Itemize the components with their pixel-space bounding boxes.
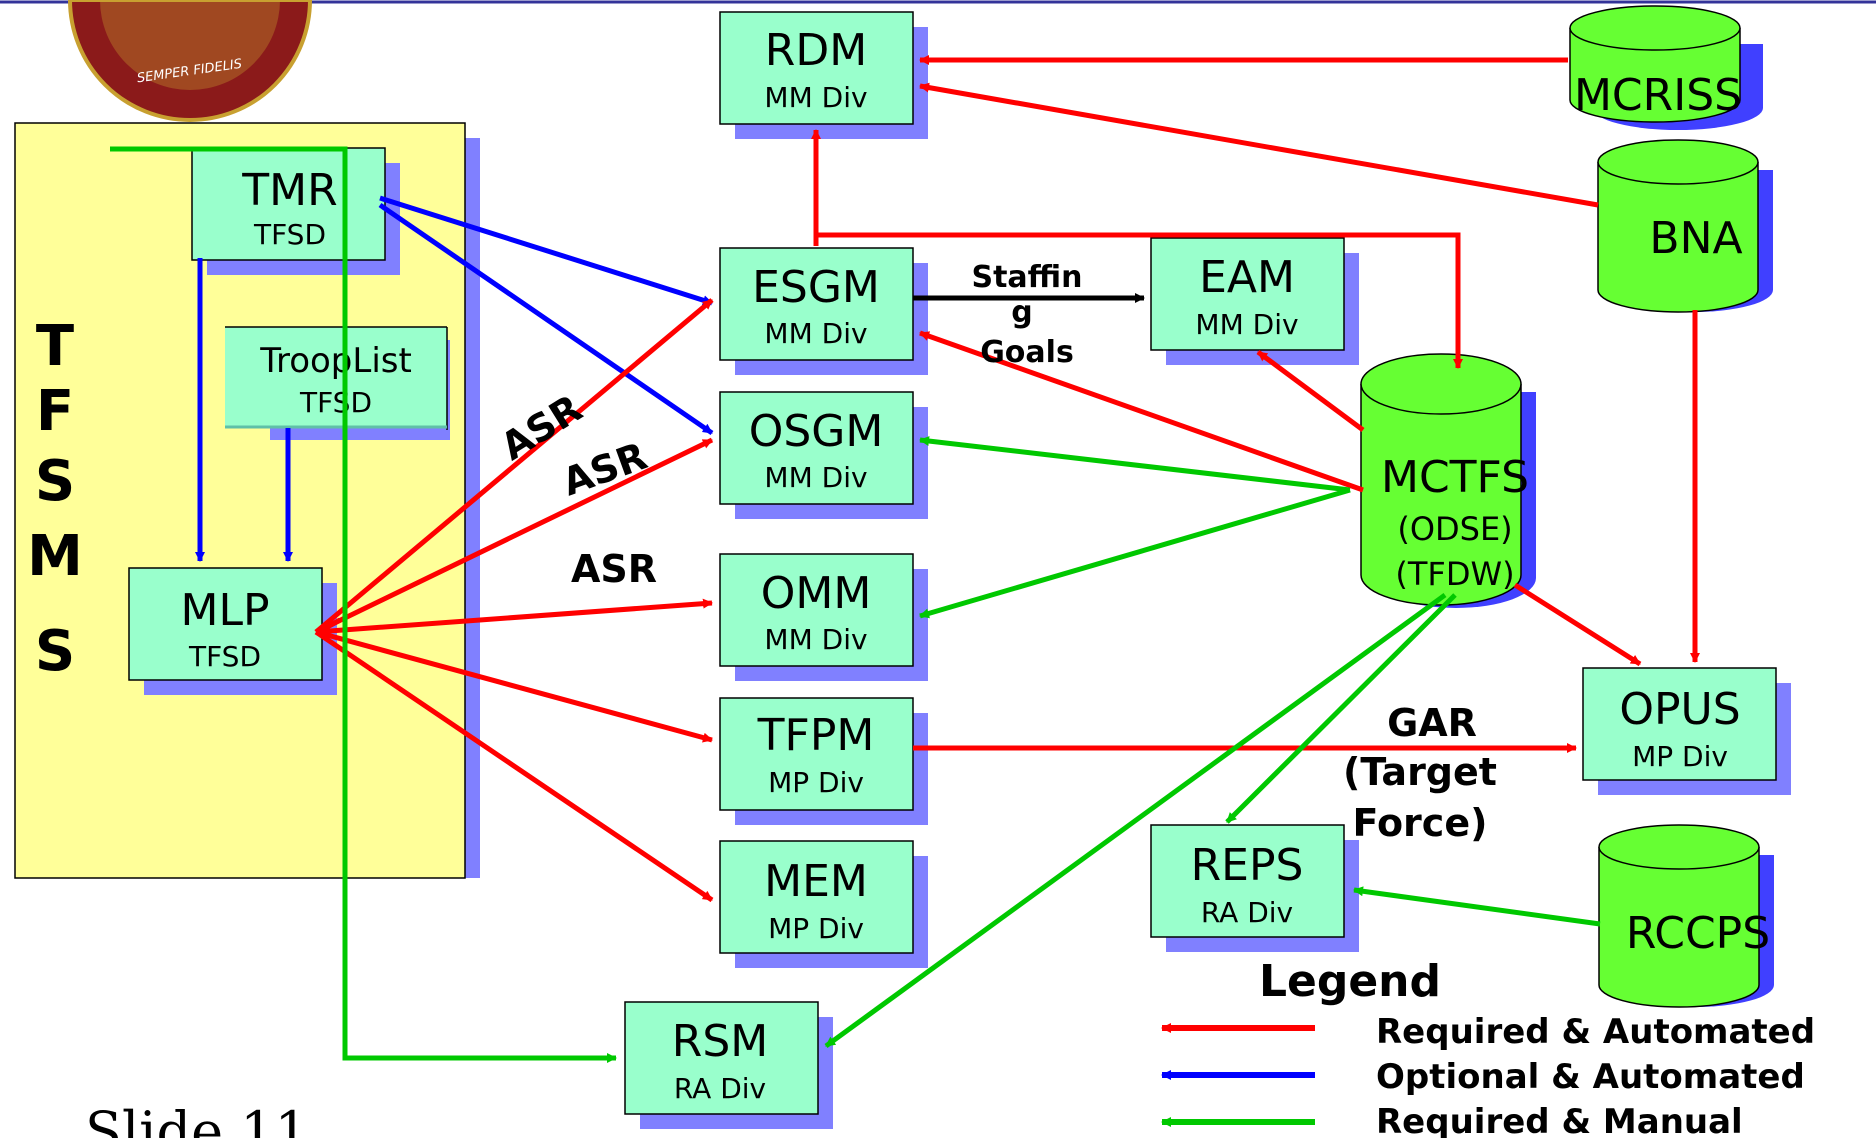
reps-title: REPS	[1191, 840, 1304, 891]
reps-sub: RA Div	[1201, 896, 1293, 929]
trooplist-box[interactable]: TroopList TFSD	[225, 326, 450, 440]
mcriss-title: MCRISS	[1574, 70, 1742, 121]
mem-sub: MP Div	[768, 912, 864, 945]
trooplist-sub: TFSD	[299, 386, 372, 419]
mctfs-to-opus-arrow	[1513, 582, 1642, 667]
opus-box[interactable]: OPUS MP Div	[1582, 667, 1791, 795]
rsm-box[interactable]: RSM RA Div	[624, 1001, 833, 1129]
reps-box[interactable]: REPS RA Div	[1150, 824, 1359, 952]
mctfs-to-omm-arrow	[919, 487, 1351, 619]
osgm-box[interactable]: OSGM MM Div	[719, 391, 928, 519]
omm-title: OMM	[761, 568, 872, 619]
staffing-goals-label-3: Goals	[980, 335, 1074, 370]
legend-item-optional-automated: Optional & Automated	[1376, 1057, 1805, 1097]
mem-title: MEM	[764, 856, 868, 907]
legend: Legend Required & Automated Optional & A…	[1161, 956, 1815, 1138]
tfpm-title: TFPM	[757, 710, 875, 761]
mctfs-database[interactable]: MCTFS (ODSE) (TFDW)	[1360, 353, 1536, 608]
mctfs-title: MCTFS	[1381, 452, 1529, 503]
tmr-to-rsm-arrow	[110, 146, 617, 1063]
asr-label-3: ASR	[571, 547, 657, 591]
rsm-sub: RA Div	[674, 1072, 766, 1105]
mctfs-to-esgm-arrow	[919, 330, 1364, 493]
mctfs-line3: (TFDW)	[1395, 555, 1514, 593]
mctfs-line2: (ODSE)	[1397, 510, 1512, 548]
tfsms-letter-4: M	[27, 524, 83, 589]
rsm-title: RSM	[672, 1016, 768, 1067]
osgm-title: OSGM	[749, 406, 884, 457]
mlp-to-omm-arrow	[315, 598, 713, 635]
rdm-sub: MM Div	[764, 81, 867, 114]
eam-box[interactable]: EAM MM Div	[1150, 237, 1359, 365]
required-automated-connectors	[314, 55, 1700, 903]
mctfs-to-osgm-arrow	[919, 436, 1351, 493]
tfsms-letter-2: F	[36, 379, 74, 444]
rccps-title: RCCPS	[1626, 908, 1770, 959]
esgm-title: ESGM	[752, 262, 880, 313]
staffing-goals-label-2: g	[1011, 295, 1032, 330]
tfpm-box[interactable]: TFPM MP Div	[719, 697, 928, 825]
mcriss-database[interactable]: MCRISS	[1569, 5, 1763, 130]
gar-label-2: (Target	[1343, 750, 1497, 794]
tmr-to-osgm-arrow	[378, 202, 714, 436]
mctfs-to-eam-arrow	[1256, 349, 1365, 433]
tmr-title: TMR	[241, 165, 337, 216]
opus-title: OPUS	[1619, 684, 1740, 735]
mlp-to-mem-arrow	[314, 629, 714, 903]
tmr-box[interactable]: TMR TFSD	[191, 147, 400, 275]
bna-database[interactable]: BNA	[1597, 139, 1773, 313]
mlp-to-tfpm-arrow	[315, 629, 713, 743]
into-mlp-arrow	[316, 617, 342, 635]
tmr-sub: TFSD	[253, 218, 326, 251]
mlp-box[interactable]: MLP TFSD	[128, 567, 337, 695]
tfsms-letter-1: T	[36, 314, 74, 379]
esgm-sub: MM Div	[764, 317, 867, 350]
legend-item-required-manual: Required & Manual	[1376, 1102, 1743, 1138]
tfsms-letter-5: S	[35, 619, 75, 684]
slide-number-label: Slide 11	[85, 1100, 309, 1138]
bna-to-rdm-arrow	[919, 82, 1599, 208]
mctfs-to-reps-arrow	[1225, 593, 1457, 824]
trooplist-title: TroopList	[259, 341, 412, 381]
bna-title: BNA	[1649, 213, 1742, 264]
mlp-title: MLP	[180, 585, 269, 636]
mlp-to-osgm-arrow	[314, 437, 714, 635]
gar-label-1: GAR	[1387, 701, 1477, 745]
osgm-sub: MM Div	[764, 461, 867, 494]
mlp-sub: TFSD	[188, 640, 261, 673]
eam-title: EAM	[1199, 252, 1295, 303]
rdm-box[interactable]: RDM MM Div	[719, 11, 928, 139]
usmc-seal-logo: SEMPER FIDELIS	[67, 0, 313, 122]
tfpm-sub: MP Div	[768, 766, 864, 799]
omm-sub: MM Div	[764, 623, 867, 656]
mctfs-to-rsm-arrow	[824, 592, 1447, 1049]
esgm-to-rdm-arrow	[813, 232, 1463, 369]
tmr-to-esgm-arrow	[379, 195, 713, 306]
rccps-database[interactable]: RCCPS	[1598, 824, 1774, 1008]
eam-sub: MM Div	[1195, 308, 1298, 341]
rccps-to-reps-arrow	[1353, 886, 1601, 927]
optional-automated-connectors	[195, 195, 714, 562]
rdm-title: RDM	[765, 25, 867, 76]
gar-label-3: Force)	[1353, 801, 1488, 845]
mlp-to-esgm-arrow	[314, 298, 714, 634]
esgm-box[interactable]: ESGM MM Div	[719, 247, 928, 375]
required-manual-connectors	[110, 146, 1601, 1063]
staffing-goals-label-1: Staffin	[971, 260, 1082, 295]
tfsms-letter-3: S	[35, 449, 75, 514]
mem-box[interactable]: MEM MP Div	[719, 840, 928, 968]
legend-title: Legend	[1259, 956, 1441, 1007]
opus-sub: MP Div	[1632, 740, 1728, 773]
legend-item-required-automated: Required & Automated	[1376, 1012, 1815, 1052]
omm-box[interactable]: OMM MM Div	[719, 553, 928, 681]
